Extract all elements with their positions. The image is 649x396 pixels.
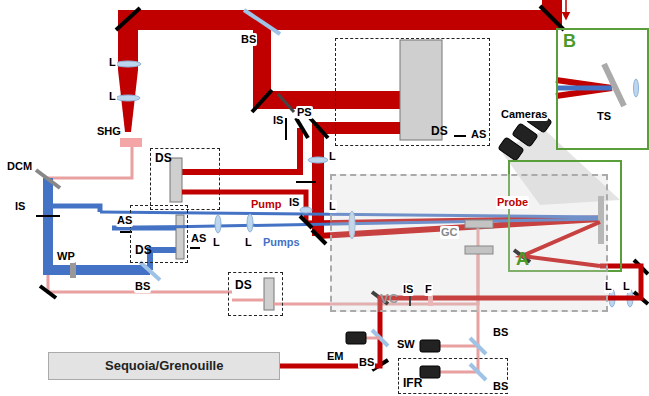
part-label: EM [326,350,345,363]
node-label: DS [431,125,448,138]
part-label: BS [240,33,257,46]
part-label: IS [402,283,414,296]
part-label: Cameras [500,108,548,121]
part-label: Pump [250,198,283,211]
node-label: VC [380,292,398,306]
node-label: DS [235,279,252,292]
part-label: AS [470,128,487,141]
part-label: BS [492,326,509,339]
part-label: IS [272,114,284,127]
node-label: DS [155,152,172,165]
region-box: B [556,28,649,150]
node-label: Sequoia/Grenouille [105,359,223,373]
part-label: Probe [496,196,529,209]
part-label: L [108,90,117,103]
region-box: DS [228,272,283,316]
part-label: L [244,236,253,249]
part-label: SHG [96,125,122,138]
part-label: PS [296,106,313,119]
node-label: B [563,32,576,52]
part-label: F [424,283,433,296]
part-label: GC [440,226,459,239]
part-label: WP [56,250,76,263]
region-box: DS [335,38,490,146]
part-label: IS [14,200,26,213]
region-box: VC [330,174,608,312]
part-label: AS [116,214,133,227]
part-label: Pumps [262,236,301,249]
region-box: DS [130,205,188,263]
node-label: A [516,250,529,270]
part-label: BS [134,280,151,293]
part-label: TS [596,110,612,123]
region-box: DS [150,148,220,210]
part-label: L [328,150,337,163]
part-label: IS [288,196,300,209]
part-label: L [108,56,117,69]
part-label: L [212,236,221,249]
region-box: Sequoia/Grenouille [48,352,280,380]
part-label: AS [190,232,207,245]
part-label: L [622,280,631,293]
part-label: BS [492,380,509,393]
part-label: DCM [6,160,33,173]
part-label: L [328,200,337,213]
node-label: IFR [403,377,422,390]
part-label: L [604,280,613,293]
part-label: BS [358,356,375,369]
node-label: DS [135,244,152,257]
part-label: SW [396,338,416,351]
